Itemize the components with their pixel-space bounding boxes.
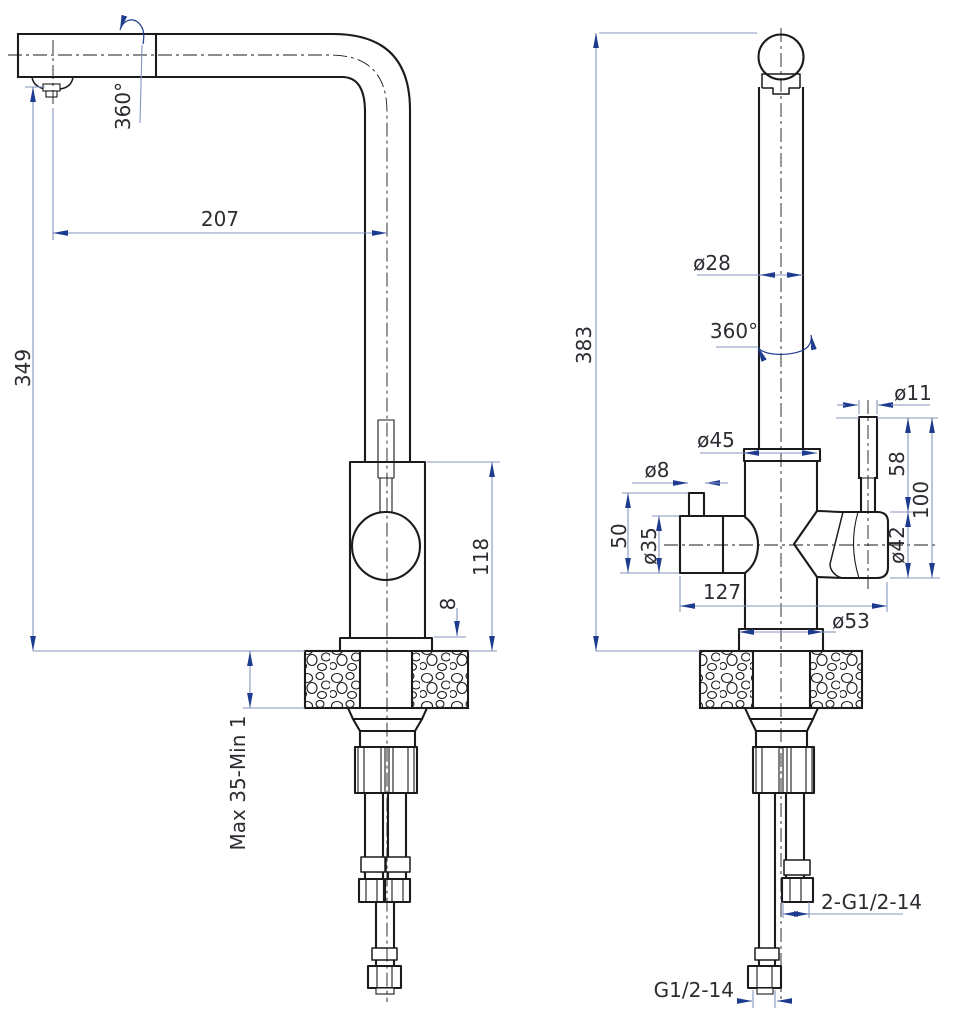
handle-body-crease (829, 511, 844, 579)
shank-flange-front (743, 706, 820, 721)
right-hose-nut (780, 876, 815, 904)
dim-label-overall-height: 383 (572, 326, 596, 364)
countertop-right-section (410, 649, 470, 710)
dim-label-rotation-front: 360° (710, 319, 758, 343)
dim-label-spout-height: 349 (11, 349, 35, 387)
body-joint-circle (350, 510, 422, 582)
dim-label-stem-dia: ø11 (894, 381, 932, 405)
handle-body-curve (853, 511, 860, 579)
side-view: 360° 207 349 118 8 Max 35-Min 1 (8, 14, 500, 1002)
dim-label-outlet-height: 50 (607, 523, 631, 548)
dim-label-overall-width: 127 (703, 580, 741, 604)
spout-outer-profile (16, 32, 412, 464)
aerator-nozzle (45, 90, 58, 98)
shank-thread-ribs (357, 747, 415, 793)
hose-collar-right (385, 856, 411, 873)
dim-label-handle-dia: ø42 (885, 526, 909, 564)
dim-label-base-plate: 8 (436, 598, 460, 611)
dim-label-outlet-dia: ø35 (637, 527, 661, 565)
front-view: 383 ø28 360° ø45 ø8 50 ø35 127 ø1 (572, 28, 940, 1008)
spout-centerline (8, 54, 388, 1002)
lower-hose-nut (366, 964, 403, 990)
shank-neck (351, 717, 424, 749)
shank-thread-ribs-front (755, 747, 813, 793)
left-hose-tip (756, 987, 774, 995)
countertop-left-section-front (698, 649, 755, 710)
dim-label-body-dia: ø45 (697, 428, 735, 452)
handle-body (815, 509, 890, 580)
shank-thread-block (353, 745, 419, 795)
countertop-left-section (303, 649, 362, 710)
countertop-right-section-front (808, 649, 864, 710)
right-hose-collar (783, 859, 811, 876)
body-collar (742, 447, 822, 463)
lower-hose-tip (375, 987, 395, 995)
rotation-arc-front (757, 334, 817, 362)
dim-label-spout-reach: 207 (201, 207, 239, 231)
side-outlet-body (678, 514, 747, 575)
aerator-step (42, 83, 61, 92)
dim-label-base-dia: ø53 (832, 609, 870, 633)
dim-label-deck-thickness: Max 35-Min 1 (226, 716, 250, 851)
dim-label-stem-height: 58 (885, 451, 909, 476)
shank-flange (346, 706, 429, 721)
spout-inner-profile (16, 75, 367, 464)
body-right-edge (792, 459, 819, 631)
dim-label-handle-height: 100 (909, 481, 933, 519)
dim-label-spout-rotation: 360° (111, 82, 135, 130)
base-plate (338, 636, 434, 653)
lower-hose-collar (371, 947, 398, 961)
hose-nut-right (383, 877, 412, 904)
left-hose-nut (746, 964, 783, 990)
faucet-body (348, 460, 427, 640)
rotation-arrow-arc (119, 14, 145, 45)
shank-neck-front (748, 717, 815, 749)
dim-label-hose-thread: 2-G1/2-14 (821, 890, 922, 914)
side-outlet-nozzle (687, 491, 706, 518)
hose-nut-flats (365, 879, 404, 902)
dim-label-inlet-thread: G1/2-14 (654, 978, 734, 1002)
dim-label-body-height: 118 (469, 538, 493, 576)
hose-collar-left (360, 856, 386, 873)
left-hose-collar (754, 947, 780, 961)
dim-label-nozzle-dia: ø8 (645, 458, 670, 482)
hose-nut-left (357, 877, 386, 904)
dim-label-pipe-dia: ø28 (693, 251, 731, 275)
handle-stem (857, 415, 879, 480)
cartridge-stem (377, 419, 395, 513)
rotation-leader-line (139, 44, 143, 124)
